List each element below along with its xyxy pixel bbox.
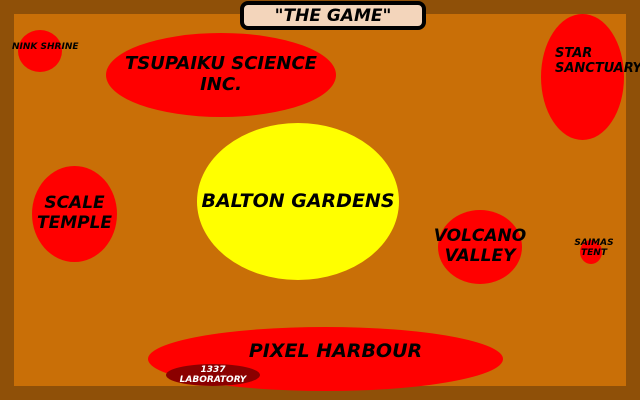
location-scale-temple-label-2: TEMPLE (36, 213, 113, 233)
location-star-sanctuary[interactable]: STAR SANCTUARY (541, 14, 640, 140)
location-saimas-tent-label-1: SAIMAS (574, 238, 614, 248)
location-pixel-harbour-label: PIXEL HARBOUR (248, 340, 423, 362)
location-nink-shrine[interactable] (18, 30, 62, 72)
location-star-sanctuary-label-1: STAR (555, 46, 593, 62)
location-star-sanctuary-label-2: SANCTUARY (555, 61, 640, 76)
location-1337-laboratory-label: 1337 LABORATORY (179, 364, 247, 385)
location-nink-shrine-label: NINK SHRINE (12, 42, 79, 52)
location-saimas-tent[interactable] (580, 240, 602, 264)
location-scale-temple-label-1: SCALE (44, 193, 105, 214)
location-saimas-tent-label-2: TENT (581, 247, 607, 258)
location-1337-laboratory[interactable]: 1337 LABORATORY (166, 364, 260, 386)
location-volcano-valley-label-1: VOLCANO (433, 226, 527, 247)
location-volcano-valley[interactable]: VOLCANO VALLEY (434, 210, 526, 284)
location-balton-gardens[interactable]: BALTON GARDENS (197, 123, 399, 280)
location-balton-gardens-label: BALTON GARDENS (201, 189, 395, 212)
location-tsupaiku-science-label: TSUPAIKU SCIENCE INC. (125, 53, 317, 95)
location-volcano-valley-label-2: VALLEY (444, 246, 516, 266)
location-saimas-tent-label: SAIMAS TENT (566, 238, 622, 259)
location-scale-temple[interactable]: SCALE TEMPLE (32, 166, 117, 262)
location-tsupaiku-science[interactable]: TSUPAIKU SCIENCE INC. (106, 33, 336, 117)
map-title: "THE GAME" (240, 1, 426, 30)
